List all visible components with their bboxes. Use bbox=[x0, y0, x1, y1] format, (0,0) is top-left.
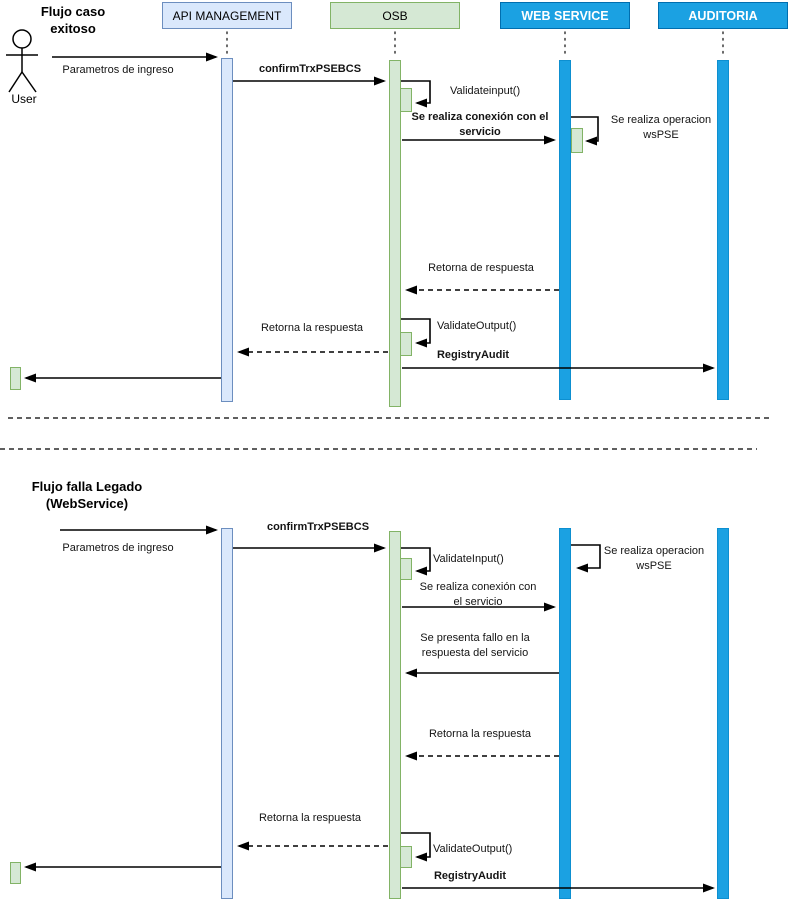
participant-header-auditoria: AUDITORIA bbox=[658, 2, 788, 29]
self-loop-wspse-flow2 bbox=[571, 544, 601, 573]
user-actor-icon bbox=[6, 29, 38, 93]
participant-header-osb: OSB bbox=[330, 2, 460, 29]
label-retorna-respuesta-ws-flow2: Retorna la respuesta bbox=[428, 728, 532, 740]
label-parametros-flow1: Parametros de ingreso bbox=[62, 64, 174, 76]
user-return-box-flow2 bbox=[10, 862, 21, 884]
label-registryaudit-flow2: RegistryAudit bbox=[433, 870, 507, 882]
label-validateinput-flow1: Validateinput() bbox=[450, 85, 521, 97]
label-conexion-flow1: Se realiza conexión con el servicio bbox=[411, 111, 549, 138]
label-retorna-de-respuesta-flow1: Retorna de respuesta bbox=[428, 262, 534, 274]
label-validateinput-flow2: ValidateInput() bbox=[433, 553, 504, 565]
nested-activation-validateoutput-flow2 bbox=[400, 846, 412, 868]
label-confirmtrx-flow2: confirmTrxPSEBCS bbox=[266, 521, 370, 533]
label-operacion-wspse-flow2: Se realiza operacion wsPSE bbox=[603, 545, 705, 572]
flow1-title: Flujo caso exitoso bbox=[40, 4, 106, 36]
label-conexion-flow2: Se realiza conexión con el servicio bbox=[419, 581, 537, 608]
user-return-box-flow1 bbox=[10, 367, 21, 390]
activation-bar-auditoria-flow1 bbox=[717, 60, 729, 400]
nested-activation-validateinput-flow1 bbox=[400, 88, 412, 112]
activation-bar-auditoria-flow2 bbox=[717, 528, 729, 899]
nested-activation-wspse-flow1 bbox=[571, 128, 583, 153]
label-retorna-respuesta-api-flow2: Retorna la respuesta bbox=[258, 812, 362, 824]
label-fallo-respuesta-flow2: Se presenta fallo en la respuesta del se… bbox=[420, 632, 530, 659]
label-retorna-la-respuesta-flow1: Retorna la respuesta bbox=[260, 322, 364, 334]
label-operacion-wspse-flow1: Se realiza operacion wsPSE bbox=[610, 114, 712, 141]
activation-bar-api-flow2 bbox=[221, 528, 233, 899]
label-validateoutput-flow2: ValidateOutput() bbox=[433, 843, 513, 855]
activation-bar-web-service-flow1 bbox=[559, 60, 571, 400]
flow2-title: Flujo falla Legado (WebService) bbox=[31, 479, 143, 511]
participant-header-web-service: WEB SERVICE bbox=[500, 2, 630, 29]
activation-bar-web-service-flow2 bbox=[559, 528, 571, 899]
label-validateoutput-flow1: ValidateOutput() bbox=[437, 320, 517, 332]
activation-bar-osb-flow1 bbox=[389, 60, 401, 407]
label-parametros-flow2: Parametros de ingreso bbox=[62, 542, 174, 554]
user-actor-label: User bbox=[11, 92, 37, 106]
lifeline-dotted-stubs bbox=[226, 31, 724, 59]
label-confirmtrx-flow1: confirmTrxPSEBCS bbox=[258, 63, 362, 75]
activation-bar-api-flow1 bbox=[221, 58, 233, 402]
label-registryaudit-flow1: RegistryAudit bbox=[436, 349, 510, 361]
participant-header-api-management: API MANAGEMENT bbox=[162, 2, 292, 29]
nested-activation-validateoutput-flow1 bbox=[400, 332, 412, 356]
activation-bar-osb-flow2 bbox=[389, 531, 401, 899]
nested-activation-validateinput-flow2 bbox=[400, 558, 412, 580]
